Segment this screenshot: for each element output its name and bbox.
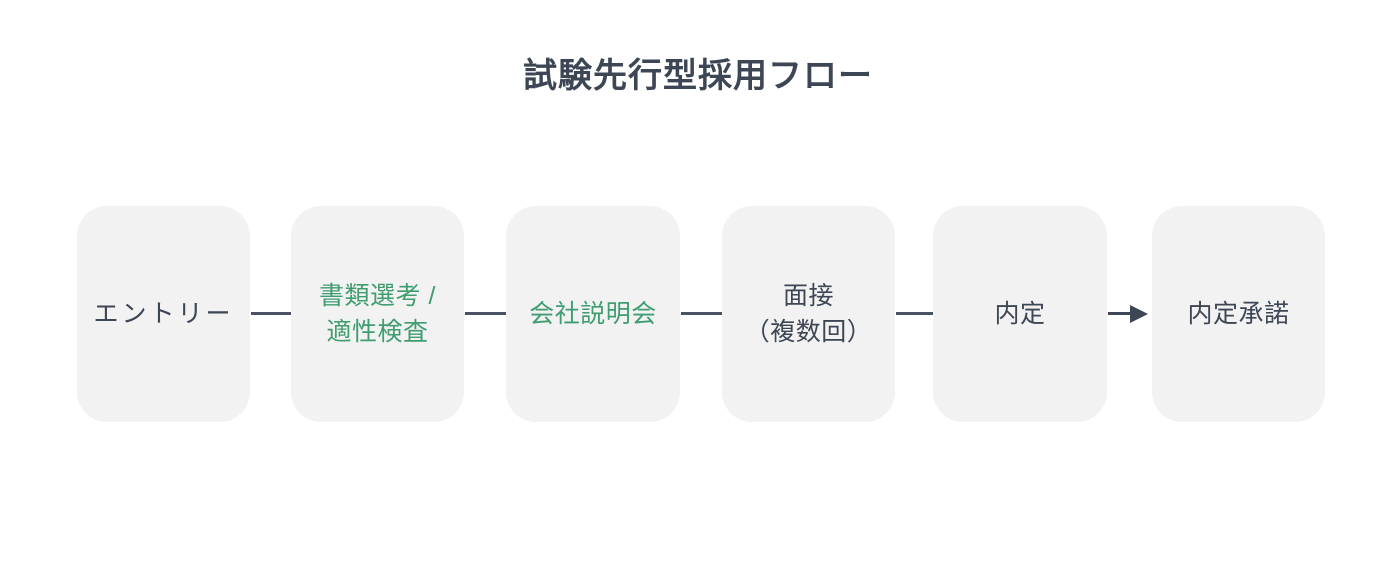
flow-node-label: 内定承諾 (1187, 299, 1290, 328)
flow-node-document-screening[interactable]: 書類選考 / 適性検査 (291, 206, 464, 422)
flow-node-label: 書類選考 / 適性検査 (319, 281, 436, 346)
arrow-head-icon (1130, 305, 1148, 323)
arrow-shaft (1108, 312, 1132, 315)
flow-node-label: エントリー (93, 299, 234, 328)
connector-line-1 (251, 312, 291, 315)
flow-node-company-briefing[interactable]: 会社説明会 (506, 206, 680, 422)
connector-arrow-5 (1108, 305, 1152, 323)
flow-node-job-offer[interactable]: 内定 (933, 206, 1107, 422)
flow-node-label: 内定 (994, 299, 1046, 328)
flow-row: エントリー 書類選考 / 適性検査 会社説明会 面接 （複数回） 内定 (0, 206, 1396, 422)
connector-line-4 (896, 312, 933, 315)
connector-line-2 (465, 312, 506, 315)
flow-node-interview[interactable]: 面接 （複数回） (722, 206, 895, 422)
flow-node-entry[interactable]: エントリー (77, 206, 250, 422)
flow-node-label: 面接 （複数回） (744, 281, 873, 346)
flow-node-label: 会社説明会 (529, 299, 657, 328)
page-title: 試験先行型採用フロー (523, 57, 873, 95)
connector-line-3 (681, 312, 722, 315)
flow-node-offer-acceptance[interactable]: 内定承諾 (1152, 206, 1325, 422)
